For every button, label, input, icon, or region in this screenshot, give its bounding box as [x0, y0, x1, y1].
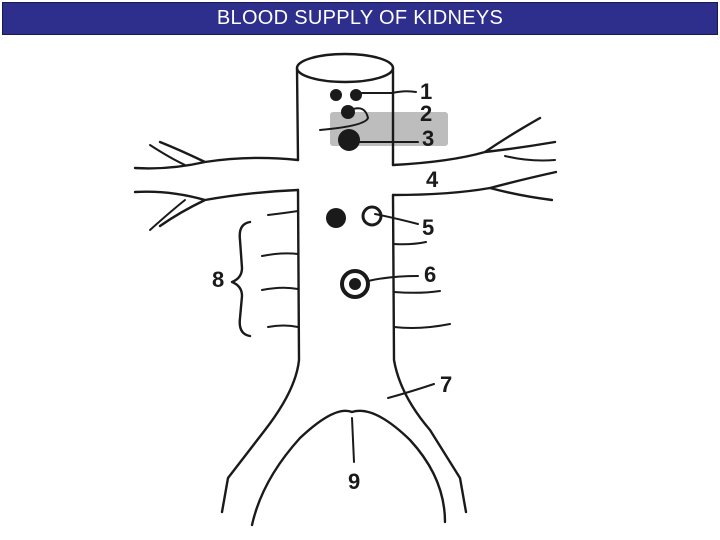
left-renal-branch — [149, 144, 186, 231]
label-9: 9 — [348, 469, 360, 494]
aorta-top-opening — [295, 52, 395, 84]
label-2: 2 — [420, 101, 432, 126]
label-7: 7 — [440, 372, 452, 397]
label-6: 6 — [424, 262, 436, 287]
leader-lines — [319, 90, 435, 463]
right-renal-branch — [504, 155, 556, 162]
branch-openings — [326, 89, 383, 299]
slide-title: BLOOD SUPPLY OF KIDNEYS — [216, 7, 504, 29]
title-bar: BLOOD SUPPLY OF KIDNEYS — [2, 2, 718, 35]
label-1: 1 — [420, 79, 432, 104]
lumbar-arteries — [261, 210, 451, 329]
label-3: 3 — [422, 126, 434, 151]
left-renal-artery — [133, 140, 300, 228]
aorta-outline — [220, 66, 468, 527]
lumbar-brace — [230, 220, 252, 338]
label-4: 4 — [426, 167, 439, 192]
label-8: 8 — [212, 267, 224, 292]
right-renal-artery — [391, 116, 558, 202]
label-5: 5 — [422, 215, 434, 240]
